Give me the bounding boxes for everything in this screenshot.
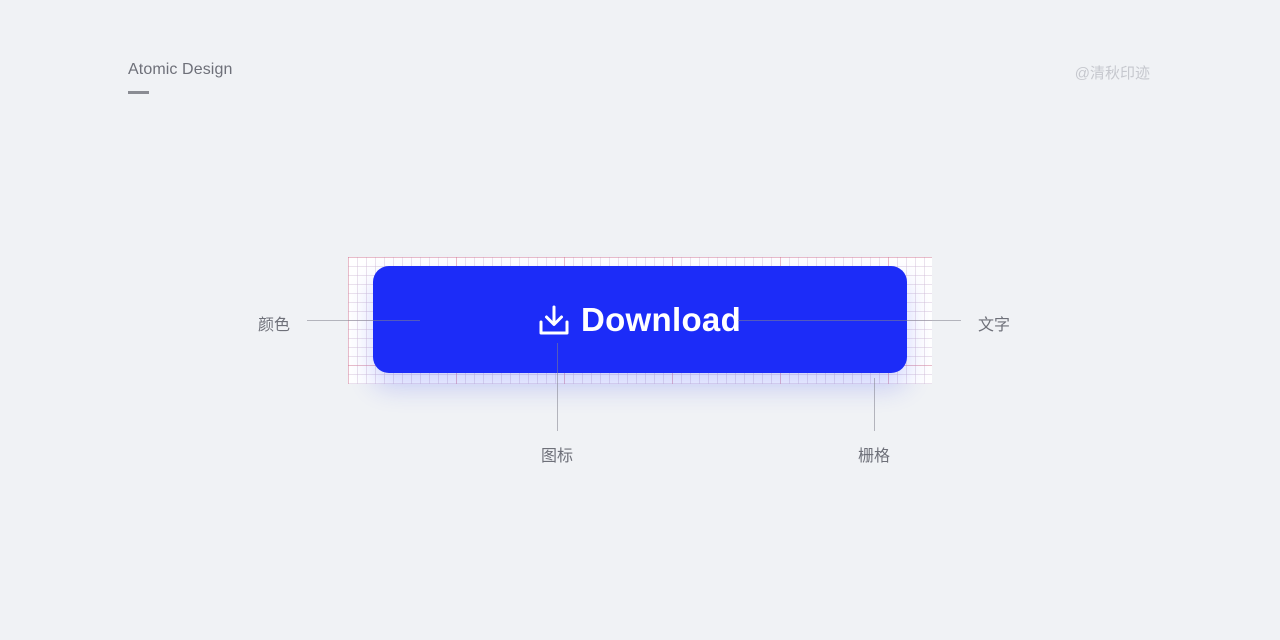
page-title: Atomic Design [128, 61, 233, 78]
watermark: @清秋印迹 [1074, 65, 1150, 82]
text-annotation-label: 文字 [978, 317, 1011, 334]
text-callout-line [738, 320, 961, 321]
color-callout-line [307, 320, 420, 321]
icon-annotation-label: 图标 [541, 448, 574, 465]
download-button-label: Download [580, 300, 742, 338]
icon-callout-line [557, 343, 558, 431]
download-icon [539, 305, 569, 334]
color-annotation-label: 颜色 [258, 317, 291, 334]
title-underline [128, 91, 149, 94]
grid-annotation-label: 栅格 [858, 448, 891, 465]
download-button[interactable]: Download [373, 266, 907, 373]
grid-callout-line [874, 378, 875, 431]
